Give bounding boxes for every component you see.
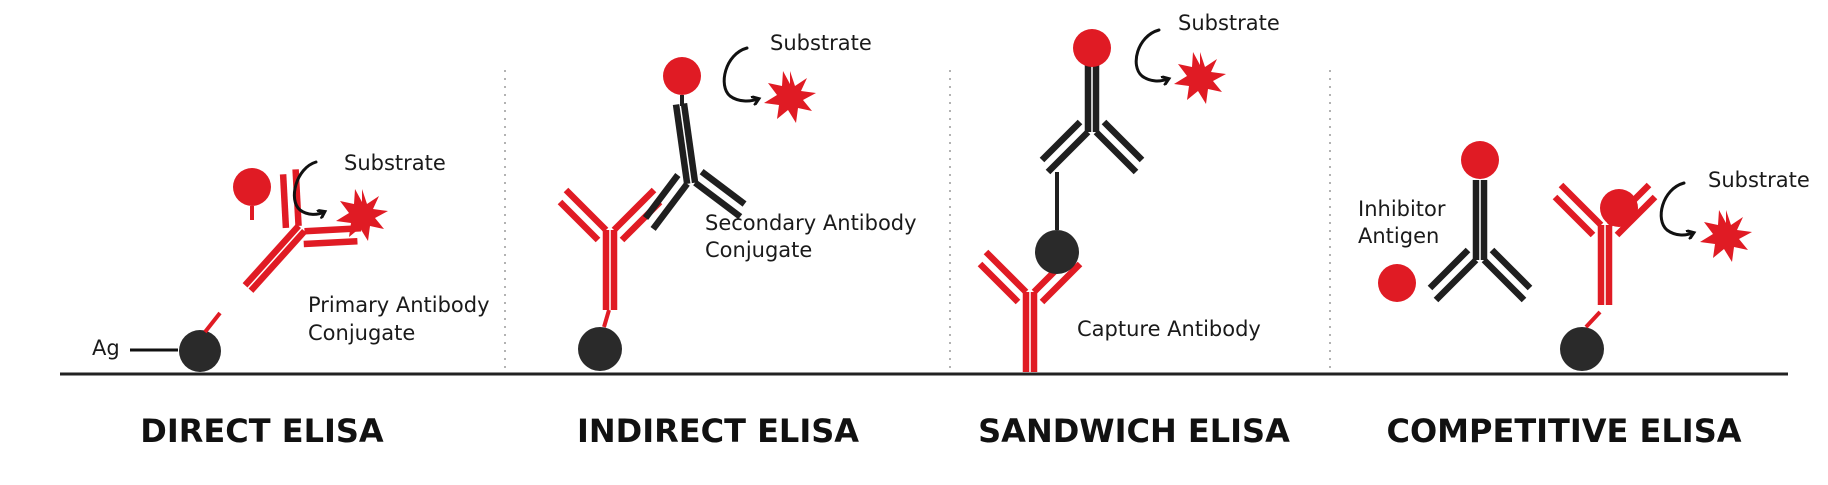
- panel-title: DIRECT ELISA: [140, 412, 384, 450]
- panel-indirect-elisa: Substrate Secondary Antibody Conjugate I…: [560, 31, 917, 450]
- free-antigen: [1378, 264, 1416, 302]
- substrate-label: Substrate: [770, 31, 872, 55]
- enzyme-label: [233, 168, 271, 206]
- antigen: [1035, 230, 1079, 274]
- signal-burst: [336, 189, 388, 241]
- antibody-label-line1: Primary Antibody: [308, 293, 490, 317]
- substrate-label: Substrate: [1178, 11, 1280, 35]
- antigen: [179, 330, 221, 372]
- signal-burst: [1700, 210, 1752, 262]
- panel-competitive-elisa: Inhibitor Antigen Substrate COMPETITIVE …: [1358, 141, 1810, 450]
- enzyme-label-free-antibody: [1461, 141, 1499, 179]
- antibody-link: [1584, 310, 1602, 329]
- antigen-label: Ag: [92, 336, 120, 360]
- antibody-link: [203, 311, 222, 334]
- detection-antibody-conjugate: [1042, 52, 1142, 172]
- antibody-label-line2: Conjugate: [705, 238, 812, 262]
- signal-burst: [1174, 52, 1226, 104]
- substrate-arrow: [1659, 181, 1693, 235]
- inhibitor-label-line1: Inhibitor: [1358, 197, 1446, 221]
- antigen: [1560, 327, 1604, 371]
- panel-direct-elisa: Ag Substrate Primary Antibody Conjugate …: [92, 151, 490, 450]
- primary-antibody: [560, 190, 660, 310]
- substrate-label: Substrate: [344, 151, 446, 175]
- antigen: [578, 327, 622, 371]
- signal-burst: [764, 71, 816, 123]
- panel-title: INDIRECT ELISA: [577, 412, 859, 450]
- panel-title: SANDWICH ELISA: [978, 412, 1290, 450]
- enzyme-label: [1073, 29, 1111, 67]
- panel-title: COMPETITIVE ELISA: [1386, 412, 1741, 450]
- substrate-label: Substrate: [1708, 168, 1810, 192]
- substrate-arrow: [292, 160, 324, 214]
- antibody-label-line2: Conjugate: [308, 321, 415, 345]
- antibody-link: [602, 309, 611, 328]
- enzyme-label: [1600, 189, 1638, 227]
- substrate-arrow: [1134, 28, 1168, 81]
- substrate-arrow: [722, 46, 758, 101]
- panel-sandwich-elisa: Substrate Capture Antibody SANDWICH ELIS…: [978, 11, 1290, 450]
- antibody-label-line1: Secondary Antibody: [705, 211, 917, 235]
- antibody-label: Capture Antibody: [1077, 317, 1261, 341]
- secondary-antibody-conjugate: [630, 97, 746, 230]
- inhibitor-label-line2: Antigen: [1358, 224, 1439, 248]
- enzyme-label: [663, 57, 701, 95]
